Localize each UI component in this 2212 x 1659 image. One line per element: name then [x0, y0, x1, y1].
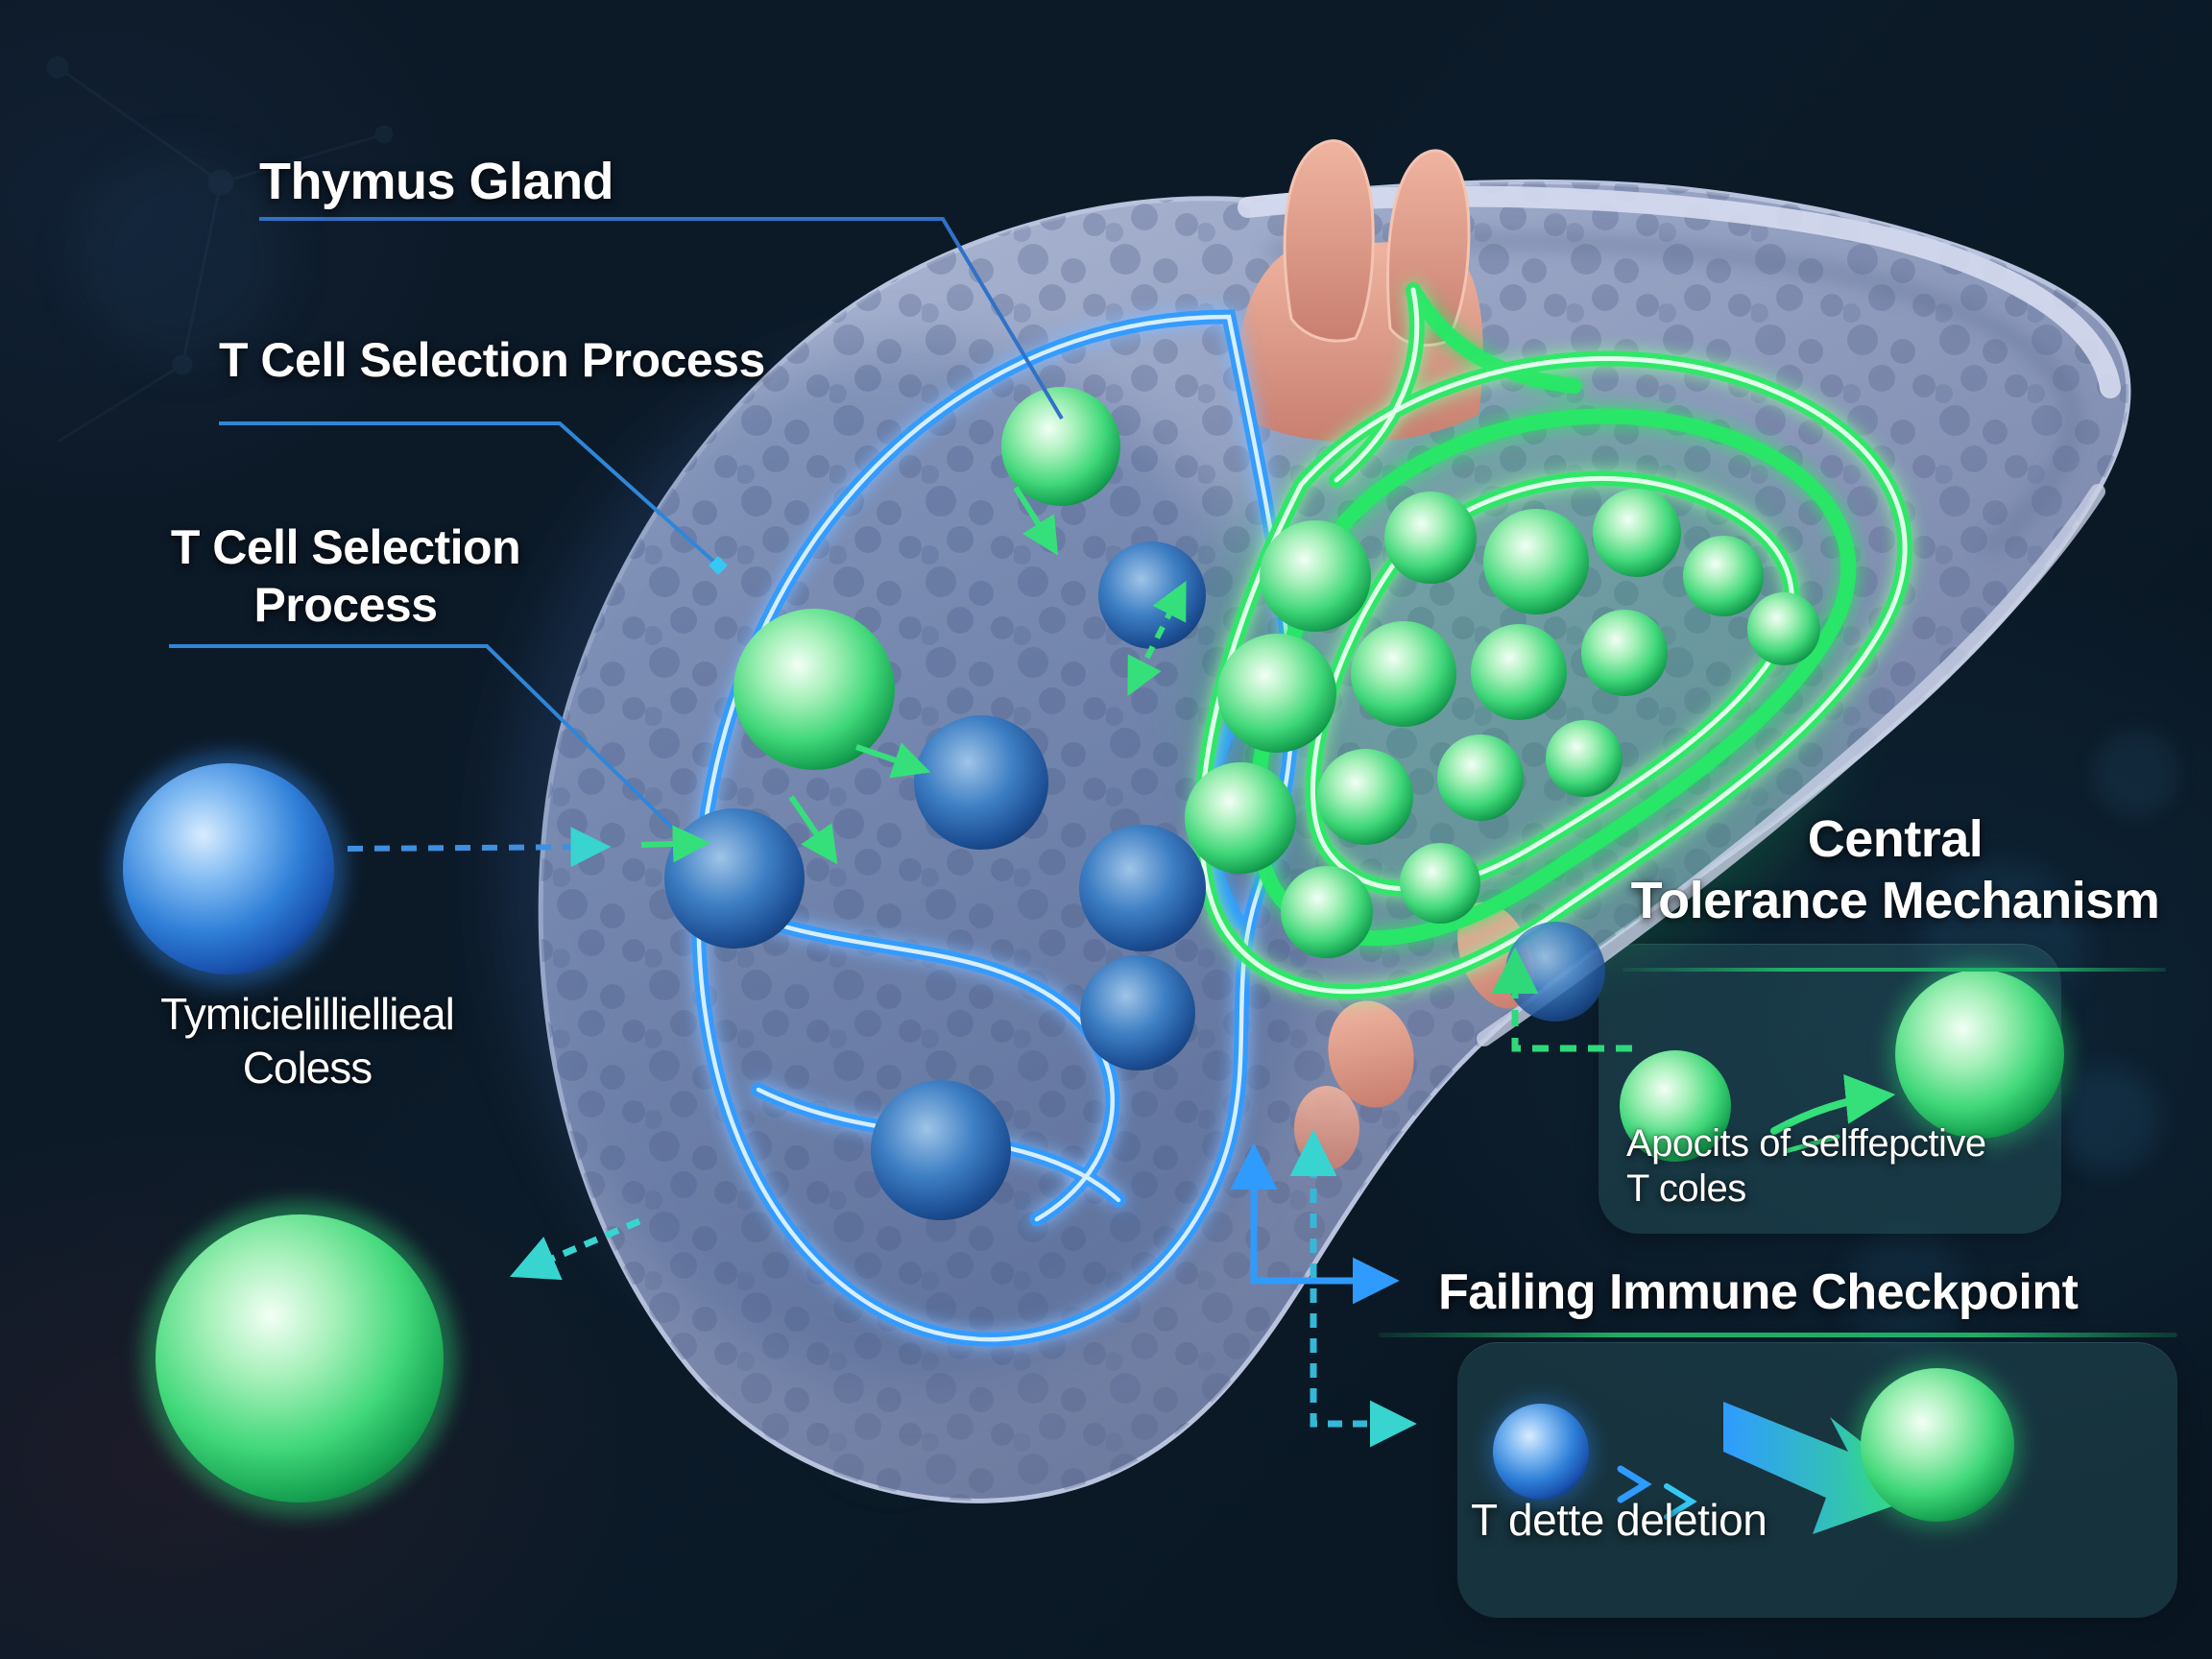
tolerance-dashed-elbow-arrow [1491, 947, 1632, 1052]
deletion-caption: T dette deletion [1471, 1495, 1767, 1545]
apoptosis-caption-line2: T coles [1626, 1167, 1746, 1211]
deletion-dashed-elbow-arrow [1289, 1129, 1417, 1448]
vessel-nub [1328, 1000, 1414, 1108]
label-leader-lines [169, 217, 1064, 830]
blue-chevron [1617, 1465, 1652, 1503]
molecule-background [46, 56, 394, 444]
t-cell-selection-leader [219, 421, 720, 567]
t-cell-selection-2-line2: Process [253, 578, 438, 632]
selection-arrow [788, 795, 838, 865]
green-cell-cluster [1185, 489, 1820, 1022]
t-cell-selection-label: T Cell Selection Process [219, 333, 765, 387]
vessel-nub [1294, 1086, 1359, 1170]
selected-t-cell [142, 1201, 457, 1516]
apoptosis-arrow [1770, 1074, 1896, 1135]
thymic-epithelial-label: Tymicielilliellieal Coless [96, 987, 518, 1094]
t-cell-selection-2-leader [169, 644, 674, 830]
thymus-gland-leader [259, 217, 1064, 421]
t-cell-selection-label-2: T Cell Selection Process [134, 518, 557, 634]
thymic-epithelial-line2: Coless [242, 1043, 373, 1094]
apoptosis-caption: Apocits of selffepctive T coles [1626, 1121, 1986, 1212]
leader-diamond [709, 556, 728, 575]
failing-checkpoint-label: Failing Immune Checkpoint [1438, 1264, 2079, 1320]
central-tolerance-label: Central Tolerance Mechanism [1621, 809, 2170, 931]
central-tolerance-line2: Tolerance Mechanism [1630, 871, 2160, 929]
apoptosis-caption-line1: Apocits of selffepctive [1626, 1122, 1986, 1165]
epithelial-dashed-line [347, 827, 612, 868]
vessel-finger [1283, 139, 1375, 343]
thymic-epithelial-cell [111, 752, 346, 986]
central-tolerance-underline [1623, 968, 2166, 972]
failing-checkpoint-underline [1379, 1333, 2177, 1337]
entry-green-arrow [640, 825, 710, 863]
connector-arrows [347, 486, 1632, 1448]
apoptosis-callout-art [1620, 962, 2072, 1162]
central-tolerance-line1: Central [1807, 810, 1984, 868]
blue-chevron [1664, 1483, 1697, 1520]
selection-arrow [855, 742, 931, 779]
deletion-callout-art [1487, 1360, 2022, 1534]
t-cell-selection-2-line1: T Cell Selection [170, 520, 521, 574]
selection-dashed-arrow [1127, 581, 1187, 696]
selection-arrow [1013, 486, 1059, 556]
organ-rim-groove [1268, 235, 2078, 555]
thymus-gland-label: Thymus Gland [259, 153, 614, 210]
thymic-epithelial-line1: Tymicielilliellieal [160, 989, 455, 1039]
green-neon-loops [1193, 282, 1912, 999]
